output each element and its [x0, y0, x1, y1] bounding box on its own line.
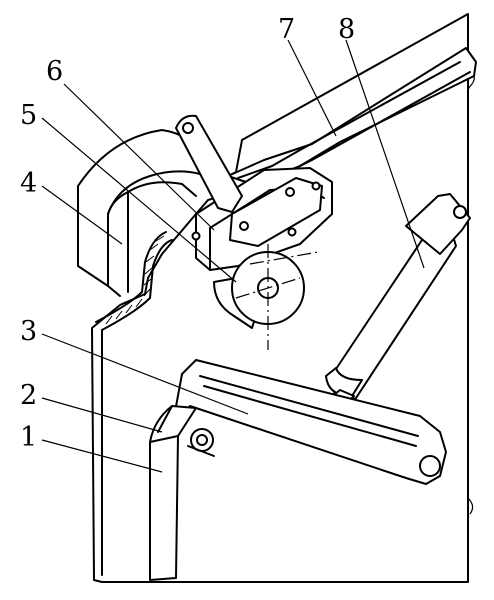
leader-lines: [41, 39, 425, 473]
part-1-bracket: [149, 405, 197, 581]
wall-section-hatch: [95, 231, 173, 331]
label-7: 7: [278, 14, 295, 45]
label-8: 8: [338, 14, 355, 45]
label-4: 4: [20, 168, 37, 199]
part-4-guide-block: [77, 129, 213, 297]
part-3-lever: [171, 359, 447, 485]
part-6-pin: [175, 114, 243, 241]
label-3: 3: [20, 316, 37, 347]
label-2: 2: [20, 380, 37, 411]
part-2-pivot-pin: [187, 428, 215, 457]
label-1: 1: [20, 422, 37, 453]
part-5-roller: [213, 244, 319, 350]
label-6: 6: [46, 56, 63, 87]
label-5: 5: [20, 100, 37, 131]
